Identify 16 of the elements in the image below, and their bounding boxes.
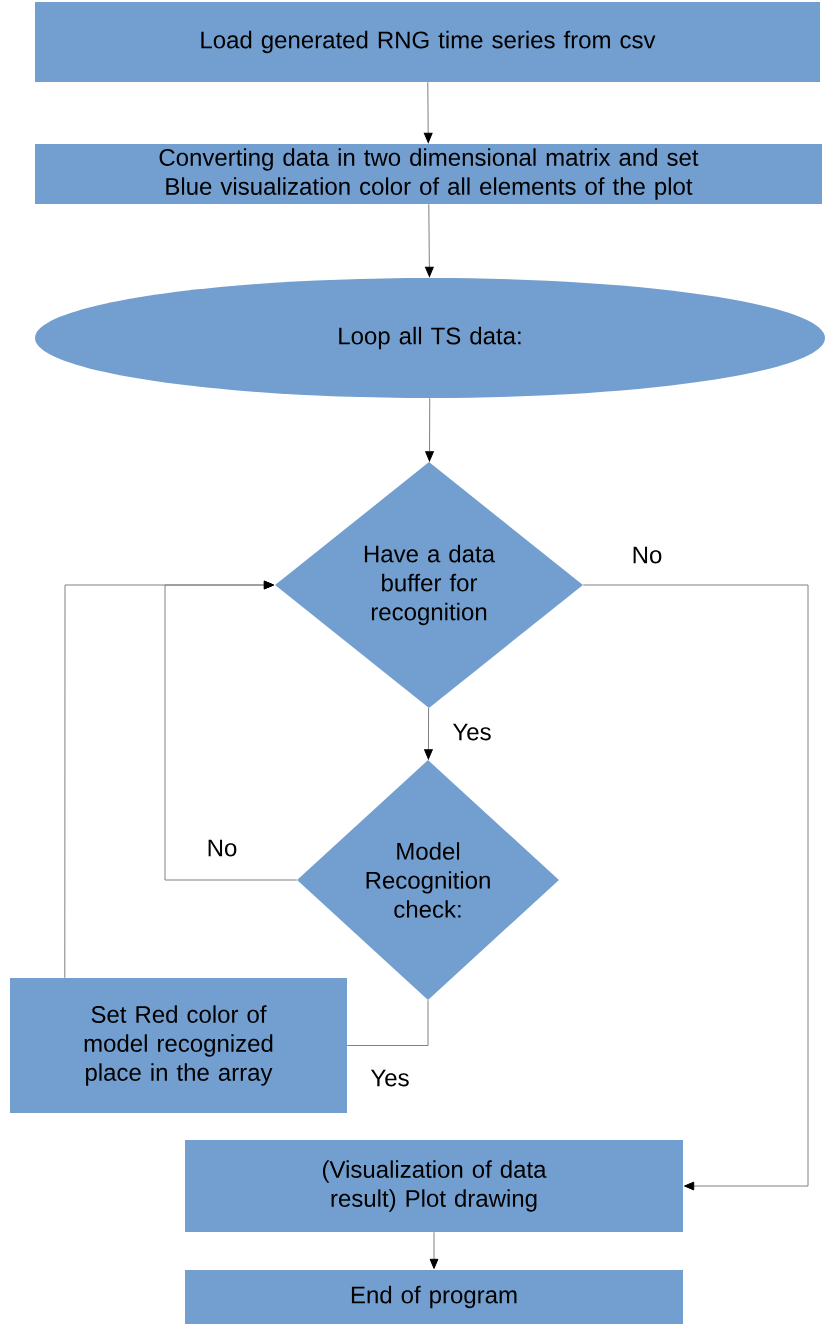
arrow	[425, 203, 434, 277]
process-box: Set Red color of model recognized place in the array	[10, 978, 347, 1113]
process-box: Load generated RNG time series from csv	[35, 2, 820, 82]
edge-label: No	[630, 545, 664, 565]
arrow	[425, 397, 434, 462]
arrow	[424, 707, 433, 760]
edge-label: Yes	[451, 722, 493, 742]
edge-label: Yes	[369, 1068, 411, 1088]
edge-label: No	[205, 838, 239, 858]
process-box: Converting data in two dimensional matrix and set Blue visualization color of all elements of the plot	[35, 144, 822, 204]
arrow	[64, 580, 274, 979]
process-box: (Visualization of data result) Plot drawing	[185, 1140, 683, 1232]
arrow	[429, 1231, 439, 1269]
arrow	[582, 584, 809, 1191]
arrow	[423, 81, 433, 143]
process-box: End of program	[185, 1270, 683, 1324]
